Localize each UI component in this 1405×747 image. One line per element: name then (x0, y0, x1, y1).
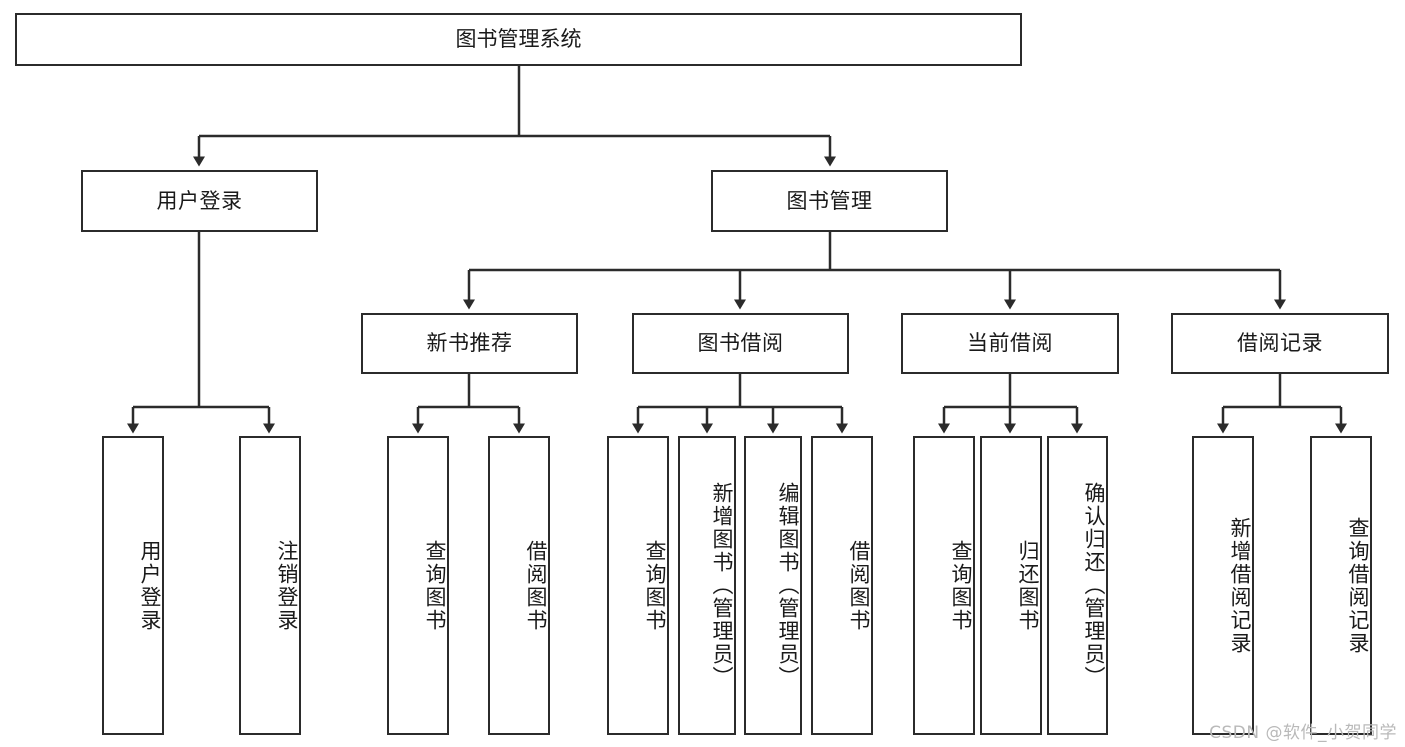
node-new-book-recommend[interactable]: 新书推荐 (361, 313, 578, 374)
node-book-manage[interactable]: 图书管理 (711, 170, 948, 232)
leaf-new-book-query[interactable]: 查询图书 (387, 436, 449, 735)
node-borrow-record[interactable]: 借阅记录 (1171, 313, 1389, 374)
leaf-record-add[interactable]: 新增借阅记录 (1192, 436, 1254, 735)
leaf-borrow-borrow-book[interactable]: 借阅图书 (811, 436, 873, 735)
leaf-logout[interactable]: 注销登录 (239, 436, 301, 735)
node-book-borrow[interactable]: 图书借阅 (632, 313, 849, 374)
node-current-borrow-label: 当前借阅 (967, 331, 1053, 356)
leaf-borrow-borrow-book-label: 借阅图书 (847, 539, 871, 632)
node-new-book-recommend-label: 新书推荐 (426, 331, 513, 356)
leaf-current-confirm-return[interactable]: 确认归还（管理员） (1047, 436, 1108, 735)
leaf-current-confirm-return-label: 确认归还（管理员） (1082, 482, 1106, 689)
leaf-new-book-borrow-label: 借阅图书 (524, 539, 548, 632)
node-root-label: 图书管理系统 (455, 27, 582, 52)
leaf-new-book-borrow[interactable]: 借阅图书 (488, 436, 550, 735)
leaf-current-query-book[interactable]: 查询图书 (913, 436, 975, 735)
leaf-user-login[interactable]: 用户登录 (102, 436, 164, 735)
node-borrow-record-label: 借阅记录 (1237, 331, 1323, 356)
leaf-new-book-query-label: 查询图书 (423, 539, 447, 632)
leaf-borrow-add-book[interactable]: 新增图书（管理员） (678, 436, 736, 735)
node-current-borrow[interactable]: 当前借阅 (901, 313, 1119, 374)
leaf-borrow-query-book-label: 查询图书 (643, 539, 667, 632)
leaf-record-add-label: 新增借阅记录 (1228, 516, 1252, 655)
leaf-record-query-label: 查询借阅记录 (1346, 516, 1370, 655)
node-book-borrow-label: 图书借阅 (697, 331, 784, 356)
leaf-borrow-query-book[interactable]: 查询图书 (607, 436, 669, 735)
node-book-manage-label: 图书管理 (786, 188, 873, 213)
leaf-current-return-book[interactable]: 归还图书 (980, 436, 1042, 735)
leaf-borrow-edit-book[interactable]: 编辑图书（管理员） (744, 436, 802, 735)
node-user-login[interactable]: 用户登录 (81, 170, 318, 232)
leaf-logout-label: 注销登录 (275, 539, 299, 632)
leaf-current-return-book-label: 归还图书 (1016, 539, 1040, 632)
leaf-record-query[interactable]: 查询借阅记录 (1310, 436, 1372, 735)
leaf-borrow-edit-book-label: 编辑图书（管理员） (776, 482, 800, 689)
leaf-borrow-add-book-label: 新增图书（管理员） (710, 482, 734, 689)
node-root[interactable]: 图书管理系统 (15, 13, 1022, 66)
leaf-current-query-book-label: 查询图书 (949, 539, 973, 632)
node-user-login-label: 用户登录 (156, 188, 243, 213)
leaf-user-login-label: 用户登录 (138, 539, 162, 632)
